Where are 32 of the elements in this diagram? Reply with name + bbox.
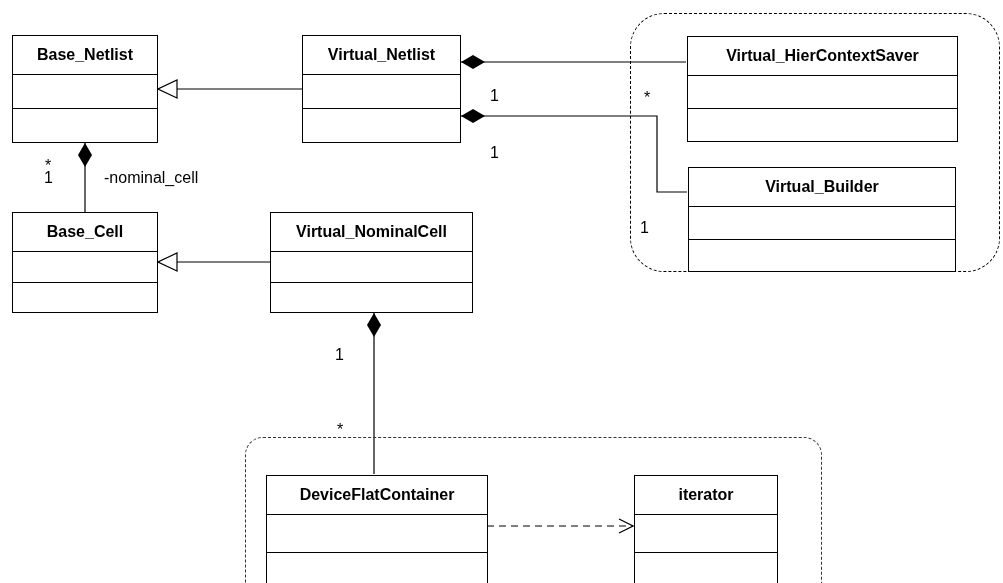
class-name: Base_Netlist: [36, 46, 133, 64]
multiplicity-label: 1: [335, 347, 344, 363]
class-name: Virtual_NominalCell: [296, 223, 447, 241]
connector: [367, 312, 381, 475]
multiplicity-label: *: [337, 422, 344, 438]
class-box: [270, 212, 473, 313]
connector: [460, 109, 688, 193]
class-name: DeviceFlatContainer: [299, 486, 455, 504]
class-name: Virtual_Builder: [765, 178, 879, 196]
class-box: [634, 475, 778, 583]
class-box: [302, 35, 461, 143]
connector: [157, 252, 271, 272]
group-frame: [245, 437, 822, 583]
class-name: Virtual_Netlist: [327, 46, 436, 64]
class-box: [687, 36, 958, 142]
group-frame: [630, 13, 1000, 272]
class-box: [12, 212, 158, 313]
class-name: Base_Cell: [46, 223, 124, 241]
multiplicity-label: 1: [490, 145, 499, 161]
connector: [157, 79, 303, 99]
connector: [486, 518, 634, 534]
multiplicity-label: *: [644, 90, 651, 106]
class-name: iterator: [678, 486, 734, 504]
class-box: [12, 35, 158, 143]
connector: [78, 142, 92, 213]
class-box: [266, 475, 488, 583]
connector: [460, 55, 687, 69]
multiplicity-label: 1: [640, 220, 649, 236]
class-box: [688, 167, 956, 272]
class-name: Virtual_HierContextSaver: [726, 47, 919, 65]
multiplicity-label: 1: [490, 88, 499, 104]
edge-label: -nominal_cell: [104, 170, 199, 186]
